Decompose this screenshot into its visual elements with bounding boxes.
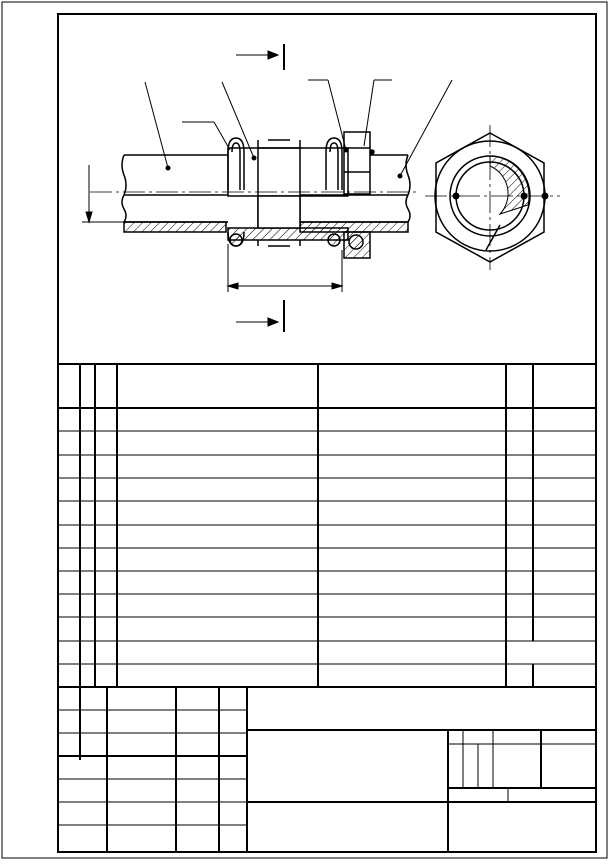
title-block <box>58 687 596 852</box>
assembly-view <box>82 44 453 332</box>
left-pipe <box>121 154 228 233</box>
specification-table <box>58 363 596 688</box>
coupling-sleeve <box>227 139 349 247</box>
section-mark-bottom <box>236 300 285 332</box>
leader-lines <box>144 79 453 179</box>
spring-clip-left <box>227 137 245 247</box>
dimension-bottom <box>226 244 344 292</box>
hex-nut <box>343 131 375 259</box>
end-view <box>425 125 560 270</box>
dimension-left <box>82 165 124 224</box>
section-mark-top <box>236 44 285 70</box>
